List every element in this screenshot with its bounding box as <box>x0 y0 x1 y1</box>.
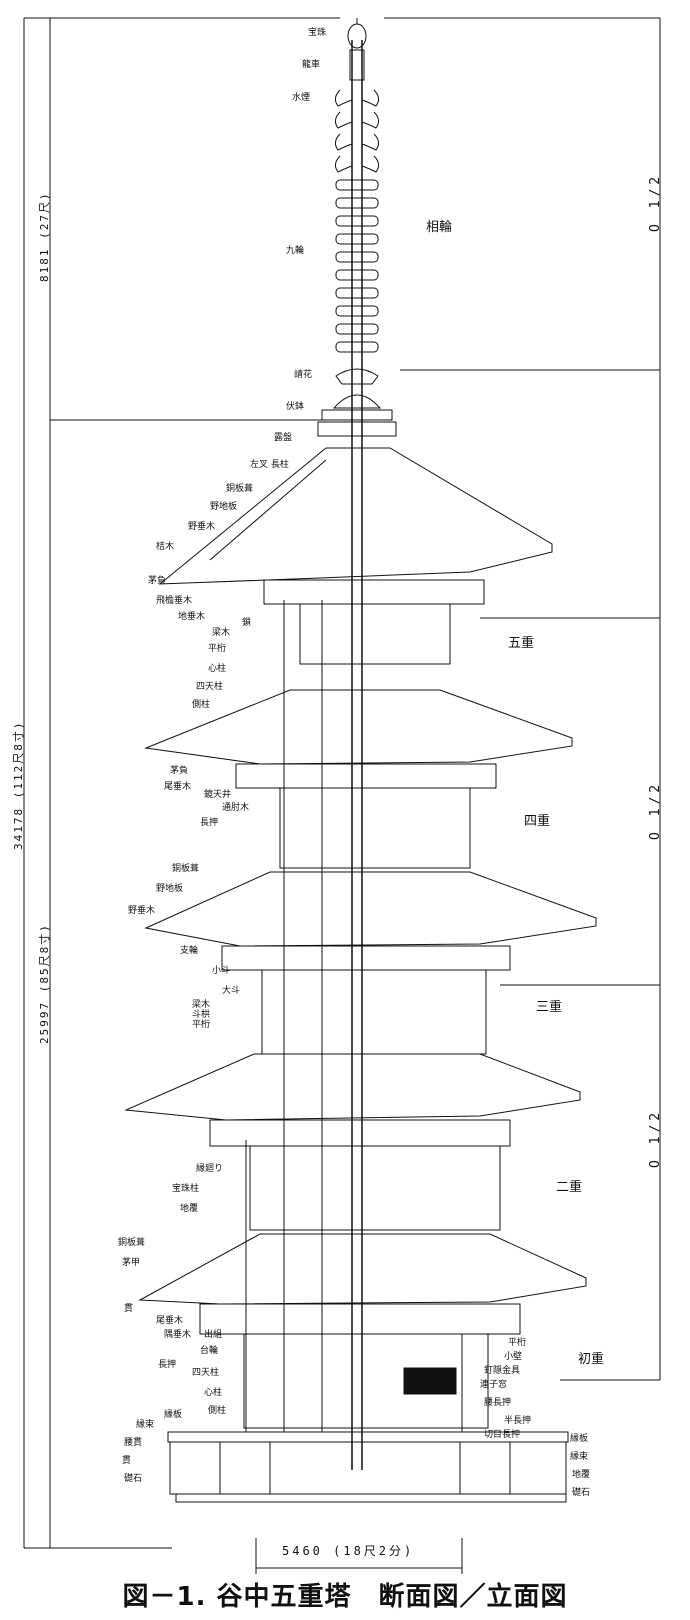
upper-height-dimension: 8181 (27尺) <box>38 191 51 282</box>
label-dohan: 銅板葺 <box>226 484 254 494</box>
label-dohan3: 銅板葺 <box>118 1238 146 1248</box>
label-hanegi: 桔木 <box>156 542 175 552</box>
label-hiraketa: 平桁 <box>208 644 227 654</box>
section-first: 初重 <box>578 1352 605 1367</box>
label-nageshi2: 長押 <box>158 1360 177 1370</box>
section-fourth: 四重 <box>524 814 551 829</box>
label-hotobashira: 宝珠柱 <box>172 1184 200 1194</box>
label-koshinuki: 腰貫 <box>124 1438 143 1448</box>
label-nageshi: 長押 <box>200 818 219 828</box>
label-daiwa: 台輪 <box>200 1346 219 1356</box>
label-notaruki2: 野垂木 <box>128 906 156 916</box>
label-dohan2: 銅板葺 <box>172 864 200 874</box>
label-suien: 水煙 <box>292 93 311 103</box>
ratio-marker-top: O 1/2 <box>648 172 663 232</box>
label-hiraketa3: 平桁 <box>508 1338 527 1348</box>
label-demitsu: 出組 <box>204 1330 223 1340</box>
label-otaruki: 尾垂木 <box>156 1316 184 1326</box>
label-jifuku: 地覆 <box>572 1470 591 1480</box>
section-sorin: 相輪 <box>426 220 453 235</box>
label-koshinageshi: 腰長押 <box>484 1398 512 1408</box>
label-nuki: 貫 <box>124 1304 134 1314</box>
total-height-dimension: 34178 (112尺8寸) <box>12 720 25 850</box>
label-enita2: 縁板 <box>570 1434 589 1444</box>
label-hiraketa2: 平桁 <box>192 1020 211 1030</box>
label-enita: 縁板 <box>164 1410 183 1420</box>
label-kayaoi2: 茅負 <box>170 766 189 776</box>
section-third: 三重 <box>536 1000 563 1015</box>
label-shinbashira2: 心柱 <box>204 1388 223 1398</box>
label-kusari: 鎖 <box>242 618 252 628</box>
label-sasu: 左叉 長柱 <box>250 460 289 470</box>
label-enmawari: 縁廻り <box>196 1164 224 1174</box>
label-hannageshi: 半長押 <box>504 1416 532 1426</box>
label-enzuka: 縁束 <box>136 1420 155 1430</box>
label-ukebana: 請花 <box>294 370 313 380</box>
label-ryusha: 龍車 <box>302 60 321 70</box>
label-shinbashira: 心柱 <box>208 664 227 674</box>
section-second: 二重 <box>556 1180 583 1195</box>
label-kugikakushi: 釘隠金具 <box>484 1366 521 1376</box>
label-renjimado: 連子窓 <box>480 1380 508 1390</box>
label-kamachi: 貫 <box>122 1456 132 1466</box>
label-fukubachi: 伏鉢 <box>286 402 305 412</box>
label-nojiita: 野地板 <box>210 502 238 512</box>
lower-height-dimension: 25997 (85尺8寸) <box>38 923 51 1044</box>
label-shirin: 支輪 <box>180 946 199 956</box>
label-hariki: 梁木 <box>192 1000 211 1010</box>
base-width-dimension: 5460 (18尺2分) <box>282 1544 415 1558</box>
label-hienjitaruki: 飛檐垂木 <box>156 596 193 606</box>
label-soseki: 礎石 <box>572 1488 591 1498</box>
ratio-marker-low: O 1/2 <box>648 1108 663 1168</box>
label-hoju: 宝珠 <box>308 28 327 38</box>
figure-caption: 図－1. 谷中五重塔 断面図／立面図 <box>122 1582 568 1612</box>
label-kodo: 小斗 <box>212 966 231 976</box>
label-kiotaruki: 隅垂木 <box>164 1330 192 1340</box>
ratio-marker-middle: O 1/2 <box>648 780 663 840</box>
label-notaruki: 野垂木 <box>188 522 216 532</box>
label-kayaoi3: 茅甲 <box>122 1258 141 1268</box>
label-jitaruki: 地垂木 <box>178 612 206 622</box>
label-keta: 梁木 <box>212 628 231 638</box>
label-tenjo: 鏡天井 <box>204 790 232 800</box>
label-kayaoi: 茅負 <box>148 576 167 586</box>
label-nojiita2: 野地板 <box>156 884 184 894</box>
label-shitenbashira: 四天柱 <box>196 682 224 692</box>
label-jitaruki2: 尾垂木 <box>164 782 192 792</box>
label-kurin: 九輪 <box>286 246 305 256</box>
label-daito: 大斗 <box>222 986 241 996</box>
label-roban: 露盤 <box>274 433 293 443</box>
label-kokabe: 小壁 <box>504 1352 523 1362</box>
section-fifth: 五重 <box>508 636 535 651</box>
label-jiita: 地覆 <box>180 1204 199 1214</box>
label-shitenbashira2: 四天柱 <box>192 1368 220 1378</box>
label-enzuka2: 縁束 <box>570 1452 589 1462</box>
label-toshiki: 通肘木 <box>222 803 250 813</box>
label-gawabashira2: 側柱 <box>208 1406 227 1416</box>
label-kirime: 切目長押 <box>484 1430 521 1440</box>
label-tokyo: 斗栱 <box>192 1010 211 1020</box>
label-isikiso: 礎石 <box>124 1474 143 1484</box>
label-gawabashira: 側柱 <box>192 700 211 710</box>
